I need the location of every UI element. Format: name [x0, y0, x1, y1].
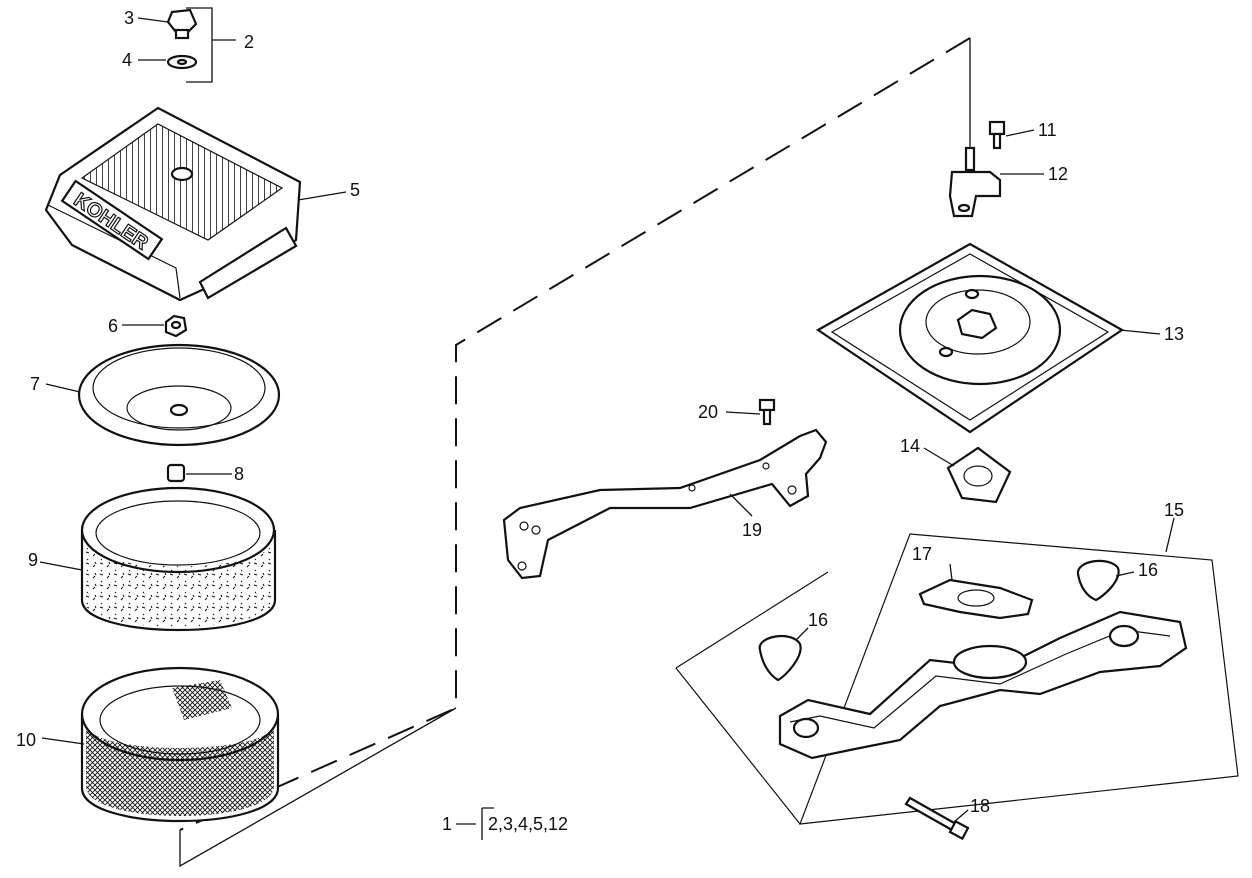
- washer-part: [166, 54, 198, 70]
- stud-bracket-part: [948, 146, 1002, 218]
- assembly-dashed-boundary: [179, 37, 971, 868]
- bracket-bolt-part: [758, 398, 776, 426]
- callout-4: 4: [122, 50, 132, 70]
- callout-13: 13: [1164, 324, 1184, 344]
- callout-16-right: 16: [1138, 560, 1158, 580]
- air-filter-element-part: [80, 666, 280, 822]
- callout-3: 3: [124, 8, 134, 28]
- callout-8: 8: [234, 464, 244, 484]
- gasket-part: [946, 446, 1012, 504]
- wing-nut-part: [166, 8, 198, 40]
- leader-lines: [39, 17, 1175, 840]
- callout-2: 2: [244, 32, 254, 52]
- pre-cleaner-part: [80, 486, 277, 631]
- o-ring-part-right: [1076, 559, 1120, 602]
- callout-5: 5: [350, 180, 360, 200]
- intake-manifold-kit-part: [675, 533, 1239, 825]
- callout-1: 1: [442, 814, 452, 834]
- callout-16-left: 16: [808, 610, 828, 630]
- long-bolt-part: [904, 796, 970, 841]
- callout-14: 14: [900, 436, 920, 456]
- callout-6: 6: [108, 316, 118, 336]
- nut-part: [164, 314, 188, 338]
- kit-contents-label: 2,3,4,5,12: [488, 814, 568, 834]
- callout-20: 20: [698, 402, 718, 422]
- callout-10: 10: [16, 730, 36, 750]
- callout-12: 12: [1048, 164, 1068, 184]
- callout-7: 7: [30, 374, 40, 394]
- callout-15: 15: [1164, 500, 1184, 520]
- air-cleaner-cover-part: KOHLER: [44, 106, 302, 302]
- flange-gasket-part: [918, 578, 1034, 620]
- base-plate-part: [77, 343, 281, 447]
- air-cleaner-base-part: [815, 242, 1125, 434]
- o-ring-part-left: [758, 635, 802, 682]
- callout-17: 17: [912, 544, 932, 564]
- callout-9: 9: [28, 550, 38, 570]
- group-bracket-2: [186, 7, 236, 83]
- bolt-part: [988, 120, 1006, 150]
- nut-part-small: [166, 463, 186, 483]
- callout-18: 18: [970, 796, 990, 816]
- support-bracket-part: [502, 428, 828, 580]
- callout-19: 19: [742, 520, 762, 540]
- callout-11: 11: [1038, 120, 1057, 140]
